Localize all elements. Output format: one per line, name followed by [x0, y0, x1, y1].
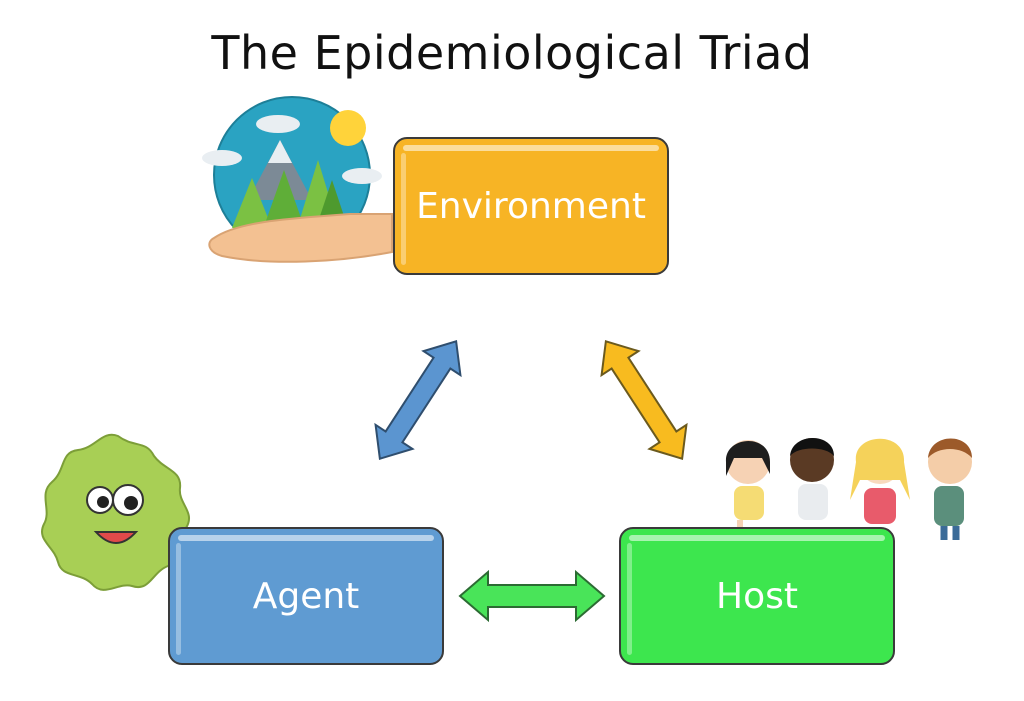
arrow-environment-agent: [374, 339, 462, 461]
germ-icon: [41, 433, 190, 591]
environment-node: Environment: [393, 137, 669, 275]
agent-node: Agent: [168, 527, 444, 665]
globe-in-hand-icon: [202, 96, 393, 263]
environment-label: Environment: [416, 185, 646, 227]
agent-label: Agent: [252, 575, 360, 617]
arrow-environment-host: [600, 339, 688, 461]
page-title: The Epidemiological Triad: [211, 26, 813, 80]
arrow-agent-host: [458, 569, 606, 623]
host-node: Host: [619, 527, 895, 665]
host-label: Host: [716, 575, 798, 617]
children-icon: [725, 438, 972, 540]
